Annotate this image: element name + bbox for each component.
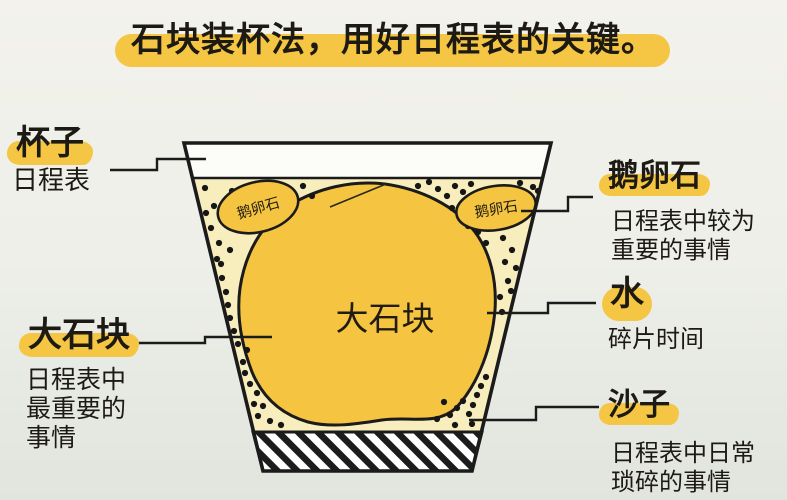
- label-big-rock-term: 大石块: [19, 317, 139, 357]
- pebble-left: 鹅卵石: [216, 179, 300, 235]
- sand-hatch: [251, 430, 484, 473]
- pebble-right: 鹅卵石: [455, 184, 537, 232]
- connector-big-rock: [133, 335, 272, 345]
- big-rock-shape: [237, 181, 497, 427]
- label-big-rock: 大石块: [19, 317, 139, 357]
- label-big-rock-desc: 日程表中 最重要的 事情: [26, 366, 126, 453]
- label-cup-desc: 日程表: [12, 166, 91, 195]
- connector-pebbles: [521, 195, 593, 213]
- desc-line: 最重要的: [26, 396, 127, 423]
- desc-line: 重要的事情: [611, 238, 731, 264]
- label-cup-term: 杯子: [7, 125, 93, 165]
- label-water-desc: 碎片时间: [608, 327, 704, 353]
- connector-cup: [110, 157, 206, 172]
- label-sand: 沙子: [599, 387, 679, 425]
- label-sand-term: 沙子: [599, 387, 679, 425]
- label-water-term: 水: [602, 276, 652, 321]
- label-sand-desc: 日程表中日常 琐碎的事情: [611, 440, 755, 498]
- cup-outline: [181, 141, 554, 473]
- label-pebbles: 鹅卵石: [599, 158, 710, 196]
- desc-line: 日程表中较为: [611, 209, 755, 235]
- label-pebbles-desc: 日程表中较为 重要的事情: [611, 208, 755, 266]
- page-title: 石块装杯法，用好日程表的关键。: [115, 12, 670, 67]
- desc-line: 日程表中: [26, 367, 127, 394]
- pebble-right-label: 鹅卵石: [473, 198, 519, 222]
- desc-line: 日程表中日常: [611, 441, 755, 467]
- rock-sketch-line: [329, 183, 387, 208]
- label-water: 水: [602, 276, 652, 321]
- cup-empty-space: [184, 144, 551, 178]
- page-title-row: 石块装杯法，用好日程表的关键。: [0, 12, 787, 67]
- label-pebbles-term: 鹅卵石: [599, 158, 710, 196]
- label-cup: 杯子: [7, 125, 93, 165]
- big-rock-label: 大石块: [336, 301, 435, 338]
- connector-sand: [469, 405, 599, 422]
- desc-line: 琐碎的事情: [611, 470, 731, 496]
- connector-water: [487, 301, 596, 315]
- desc-line: 事情: [26, 425, 77, 452]
